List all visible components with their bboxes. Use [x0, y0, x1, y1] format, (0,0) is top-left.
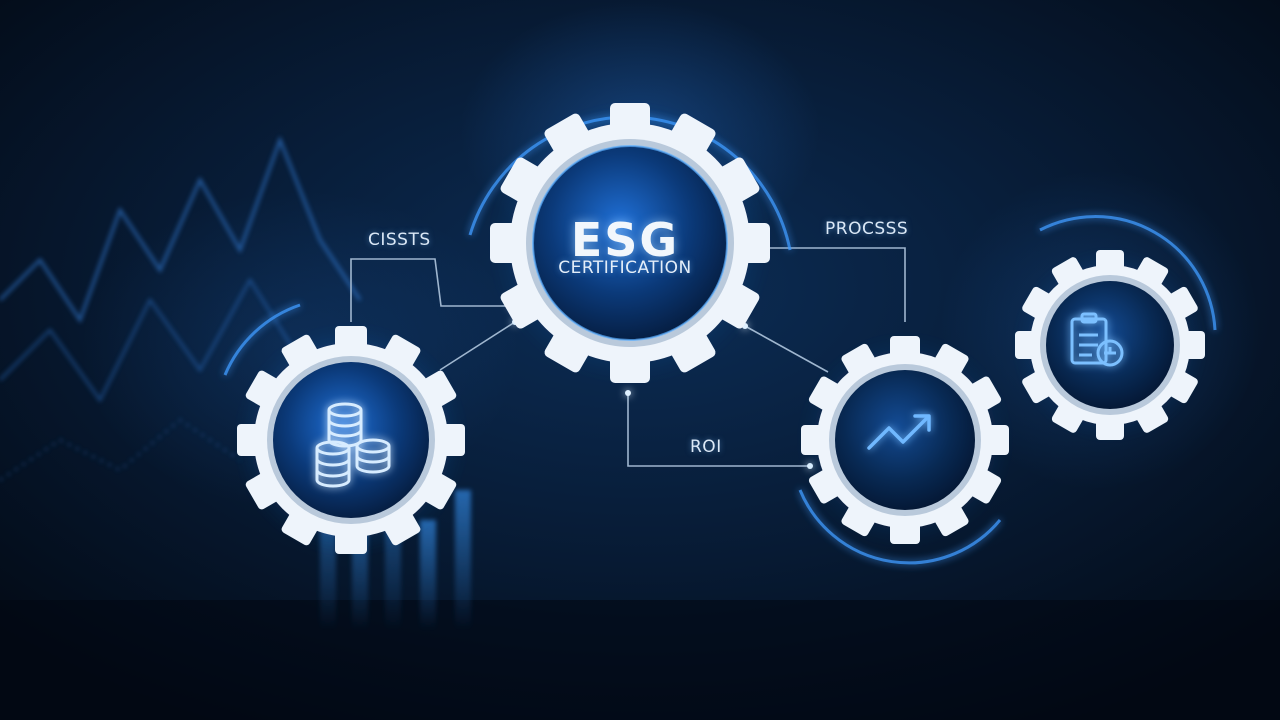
- gear-report: [1015, 250, 1205, 440]
- center-subtitle: CERTIFICATION: [558, 258, 692, 278]
- growth-trend-arrow-icon: [867, 414, 931, 450]
- roi-label: ROI: [690, 437, 722, 457]
- center-title: ESG: [570, 213, 680, 267]
- process-label: PROCSSS: [825, 219, 909, 239]
- gear-roi: [801, 336, 1009, 544]
- gear-costs: [237, 326, 465, 554]
- coins-stack-icon: [315, 402, 391, 488]
- costs-label: CISSTS: [368, 230, 431, 250]
- clipboard-report-icon: [1070, 312, 1124, 367]
- gear-esg-certification: [490, 103, 770, 383]
- connector-lines: [350, 247, 906, 467]
- background-line-chart: [0, 135, 362, 481]
